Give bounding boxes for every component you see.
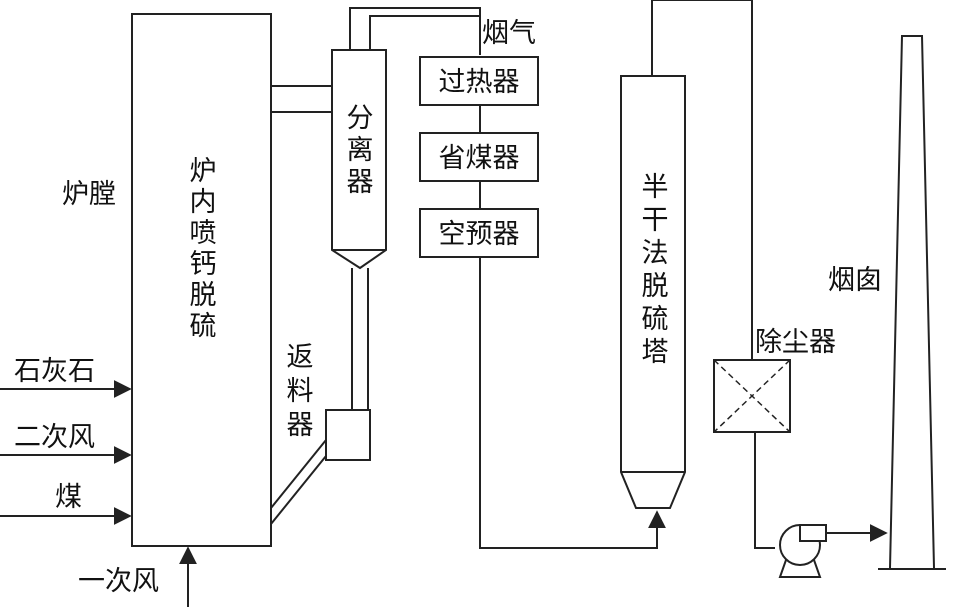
economizer-box xyxy=(419,132,539,182)
flue-to-tower-line xyxy=(479,257,666,549)
loop-seal-label: 返 料 器 xyxy=(287,342,314,441)
furnace-box xyxy=(131,13,272,547)
svg-text:炉: 炉 xyxy=(190,156,217,187)
economizer-label: 省煤器 xyxy=(439,143,520,174)
chimney-label: 烟囱 xyxy=(828,265,882,296)
dust-collector-cross-b xyxy=(713,359,791,433)
svg-text:法: 法 xyxy=(642,238,669,269)
loop-seal-box xyxy=(325,409,371,461)
collector-to-fan-line xyxy=(754,432,775,549)
return-leg-lower xyxy=(270,455,327,525)
svg-text:器: 器 xyxy=(287,410,314,441)
separator-outlet-pipe xyxy=(349,7,481,55)
svg-text:钙: 钙 xyxy=(190,249,217,280)
coal-label: 煤 xyxy=(55,482,82,513)
svg-text:脱: 脱 xyxy=(190,280,217,311)
svg-text:喷: 喷 xyxy=(190,218,217,249)
svg-text:返: 返 xyxy=(287,342,314,373)
svg-text:分: 分 xyxy=(347,103,374,134)
superheater-label: 过热器 xyxy=(439,67,520,98)
svg-text:塔: 塔 xyxy=(642,337,669,368)
fan-icon xyxy=(778,524,827,578)
return-leg-upper xyxy=(270,439,327,509)
separator-outlet-pipe-inner xyxy=(369,15,480,50)
dust-collector-label: 除尘器 xyxy=(755,327,836,358)
svg-text:硫: 硫 xyxy=(190,311,217,342)
separator-label: 分 离 器 xyxy=(347,103,374,198)
svg-text:半: 半 xyxy=(642,172,669,203)
svg-text:内: 内 xyxy=(190,187,217,218)
air-preheater-box xyxy=(419,208,539,258)
separator-body xyxy=(331,49,387,270)
svg-text:干: 干 xyxy=(642,205,669,236)
svg-text:硫: 硫 xyxy=(642,304,669,335)
in-furnace-desulfurization-label: 炉 内 喷 钙 脱 硫 xyxy=(190,156,217,342)
limestone-label: 石灰石 xyxy=(14,356,95,387)
chimney-body xyxy=(889,35,935,569)
semi-dry-tower-label: 半 干 法 脱 硫 塔 xyxy=(642,172,669,368)
svg-text:离: 离 xyxy=(347,135,374,166)
secondary-air-label: 二次风 xyxy=(14,422,95,453)
flue-gas-label: 烟气 xyxy=(482,18,536,49)
furnace-label: 炉膛 xyxy=(62,179,116,210)
svg-text:脱: 脱 xyxy=(642,271,669,302)
tower-outlet-pipe xyxy=(651,0,753,360)
primary-air-label: 一次风 xyxy=(78,566,159,597)
svg-text:器: 器 xyxy=(347,167,374,198)
svg-text:料: 料 xyxy=(287,376,314,407)
air-preheater-label: 空预器 xyxy=(439,219,520,250)
